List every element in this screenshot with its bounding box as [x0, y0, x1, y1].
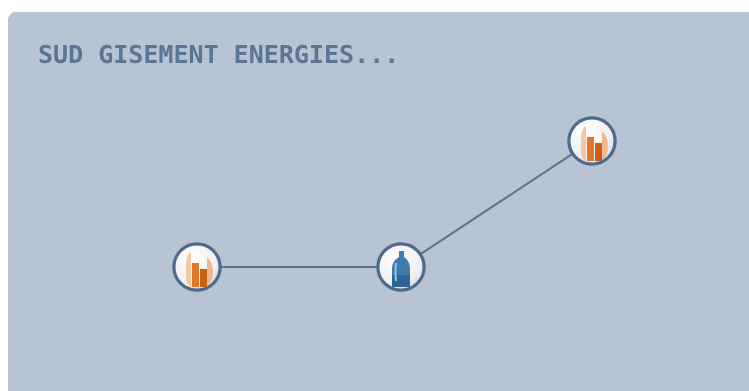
- node-left[interactable]: [172, 242, 222, 292]
- orange-bar-chart-icon: [186, 252, 213, 288]
- blue-bottle-icon: [392, 251, 410, 287]
- orange-bar-chart-icon: [581, 126, 608, 162]
- node-right[interactable]: [567, 116, 617, 166]
- node-map: [172, 116, 617, 292]
- energy-deposit-panel: SUD GISEMENT ENERGIES...: [8, 12, 749, 391]
- connector-middle-right: [400, 140, 593, 268]
- panel-title: SUD GISEMENT ENERGIES...: [38, 40, 400, 69]
- node-middle[interactable]: [376, 242, 426, 292]
